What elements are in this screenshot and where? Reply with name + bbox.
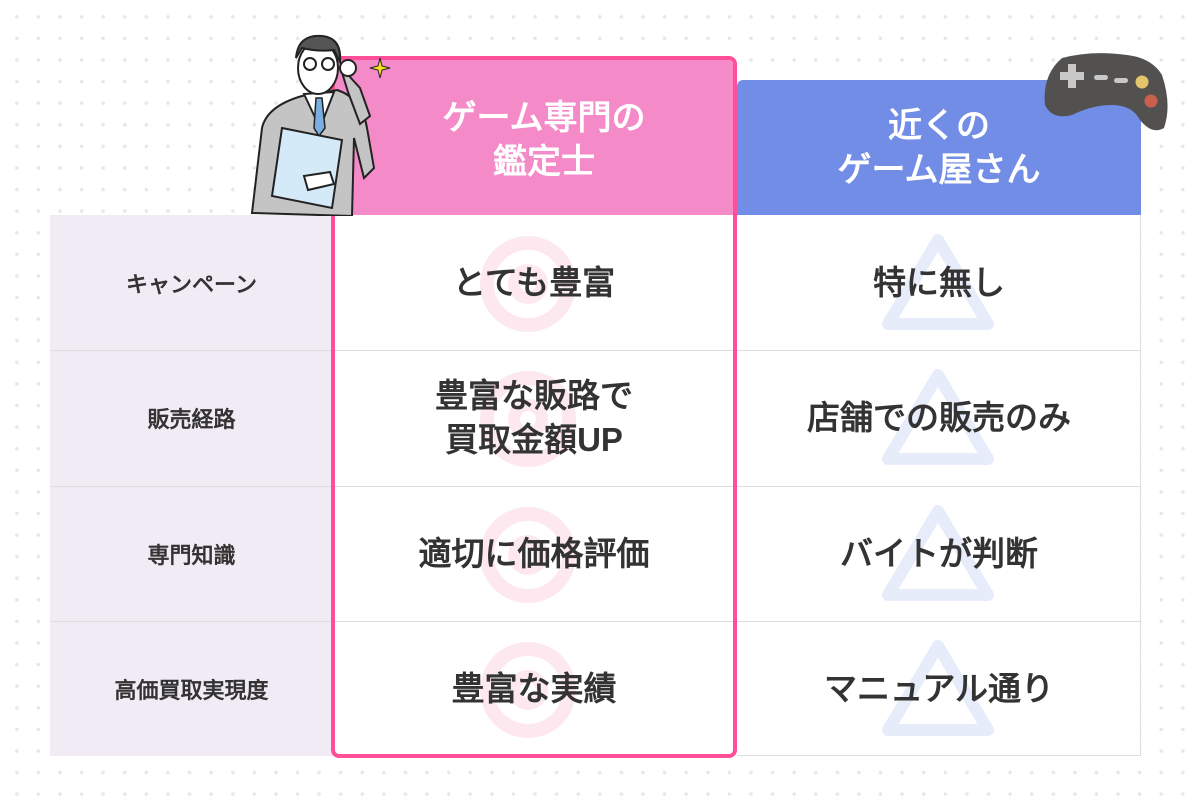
triangle-icon bbox=[882, 505, 994, 601]
local-title-line2: ゲーム屋さん bbox=[837, 151, 1041, 189]
expert-high-price: 豊富な実績 bbox=[451, 669, 617, 707]
local-campaign: 特に無し bbox=[873, 263, 1005, 301]
expert-title-line1: ゲーム専門の bbox=[442, 99, 646, 137]
local-sales-channel: 店舗での販売のみ bbox=[807, 399, 1071, 436]
row-label-high-price: 高価買取実現度 bbox=[114, 677, 269, 703]
local-expertise: バイトが判断 bbox=[840, 534, 1038, 572]
row-label-campaign: キャンペーン bbox=[126, 271, 257, 297]
expert-column: ゲーム専門の 鑑定士 とても豊富 豊富な販路で買取金額UP 適切に価格評価 豊富… bbox=[331, 56, 737, 758]
expert-expertise: 適切に価格評価 bbox=[418, 534, 650, 572]
triangle-icon bbox=[882, 640, 994, 736]
triangle-icon bbox=[882, 369, 994, 465]
expert-title-line2: 鑑定士 bbox=[493, 143, 595, 181]
businessman-illustration bbox=[250, 34, 391, 216]
local-shop-column bbox=[737, 215, 1141, 756]
game-controller-icon bbox=[1044, 53, 1168, 131]
row-label-expertise: 専門知識 bbox=[147, 542, 236, 568]
row-label-sales-channel: 販売経路 bbox=[147, 406, 236, 432]
expert-campaign: とても豊富 bbox=[452, 263, 616, 301]
local-high-price: マニュアル通り bbox=[823, 669, 1054, 707]
triangle-icon bbox=[882, 234, 994, 330]
local-title-line1: 近くの bbox=[888, 107, 990, 145]
expert-sales-channel: 豊富な販路で買取金額UP bbox=[435, 377, 633, 458]
row-label-column bbox=[50, 215, 333, 756]
expert-header: ゲーム専門の 鑑定士 bbox=[335, 60, 733, 215]
